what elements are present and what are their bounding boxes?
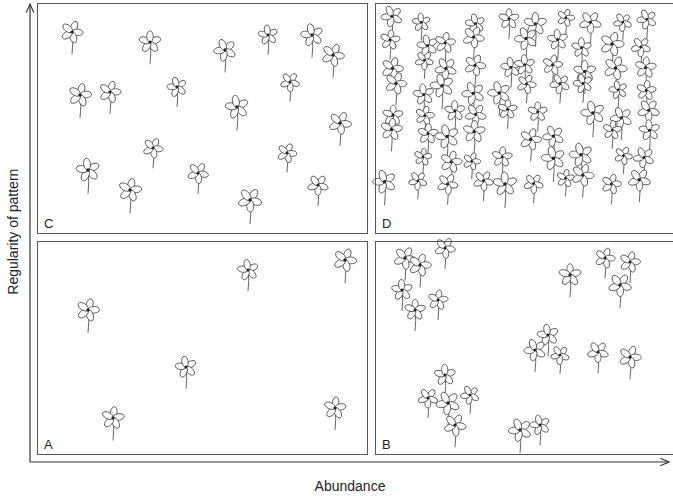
flower [300, 23, 323, 57]
flower [434, 32, 455, 64]
y-axis [29, 4, 30, 462]
flower [61, 20, 84, 54]
flower [524, 338, 546, 372]
flower [614, 146, 633, 174]
axis-label: Regularity of pattern [6, 169, 21, 295]
flower [601, 173, 621, 204]
flower [587, 341, 609, 373]
flower [530, 414, 551, 445]
flower [573, 60, 596, 94]
flower [237, 188, 262, 224]
flower [498, 9, 519, 40]
flower [68, 83, 92, 118]
flower [413, 83, 435, 115]
panel-box: D [375, 3, 673, 234]
flower [527, 102, 548, 132]
flower [473, 171, 494, 201]
flower [404, 299, 426, 331]
flower [101, 406, 124, 440]
flower [487, 81, 510, 116]
flower [324, 397, 347, 430]
flower [609, 80, 628, 108]
flower [437, 173, 459, 204]
flower [556, 169, 575, 196]
flower [571, 163, 594, 197]
flower [550, 346, 570, 374]
flower [520, 128, 542, 161]
flower [581, 100, 605, 137]
flower [237, 259, 259, 291]
flower [77, 298, 100, 333]
flower [187, 162, 209, 194]
flower [550, 74, 570, 104]
flower [464, 54, 486, 87]
flower [434, 237, 456, 268]
flower [602, 120, 622, 149]
flower [610, 106, 632, 139]
flower [328, 111, 352, 145]
flower [380, 118, 403, 152]
flower [460, 385, 479, 413]
flower [280, 72, 300, 101]
panel-letter: B [381, 438, 392, 451]
flower [99, 81, 121, 114]
flower [517, 74, 537, 103]
flower [277, 143, 297, 173]
flower [373, 169, 396, 205]
axis-label: Abundance [315, 479, 386, 494]
flower [637, 99, 660, 132]
flower [380, 30, 401, 60]
flower [333, 248, 357, 283]
flower [523, 174, 543, 203]
panel-letter: C [43, 217, 54, 230]
x-axis [30, 461, 669, 462]
flower [434, 364, 456, 396]
flower [408, 171, 427, 199]
flower [76, 158, 101, 194]
panel-box: B [375, 241, 673, 455]
flower [258, 25, 278, 55]
flower [573, 73, 592, 102]
flower [508, 418, 532, 453]
panel-box: A [37, 241, 368, 455]
flower [492, 172, 517, 208]
flower [547, 29, 569, 60]
panel-letter: A [43, 438, 54, 451]
flower [542, 54, 563, 85]
flower [637, 9, 657, 39]
flower [428, 290, 449, 321]
flower [497, 100, 517, 129]
flower [415, 51, 434, 79]
flower [628, 169, 651, 202]
flower [409, 253, 432, 287]
flower [417, 123, 439, 154]
flower [175, 356, 197, 389]
flower [608, 273, 632, 308]
flower [462, 26, 484, 59]
flower [307, 175, 329, 206]
flower [462, 81, 485, 116]
flower [138, 31, 161, 64]
flower [443, 414, 466, 448]
flower [213, 38, 236, 72]
flower [385, 72, 407, 105]
flower [321, 43, 344, 78]
panel-box: C [37, 3, 368, 234]
flower [595, 247, 615, 278]
flower [118, 178, 142, 213]
panel-letter: D [381, 217, 392, 230]
flower [619, 345, 642, 379]
flower [418, 388, 439, 418]
flower [414, 148, 432, 175]
flower [167, 77, 187, 107]
flower [143, 138, 164, 169]
flower [604, 56, 628, 92]
flower [639, 120, 661, 152]
flower [430, 73, 454, 109]
flower [558, 264, 581, 298]
flower [225, 95, 249, 131]
flower [462, 120, 485, 154]
